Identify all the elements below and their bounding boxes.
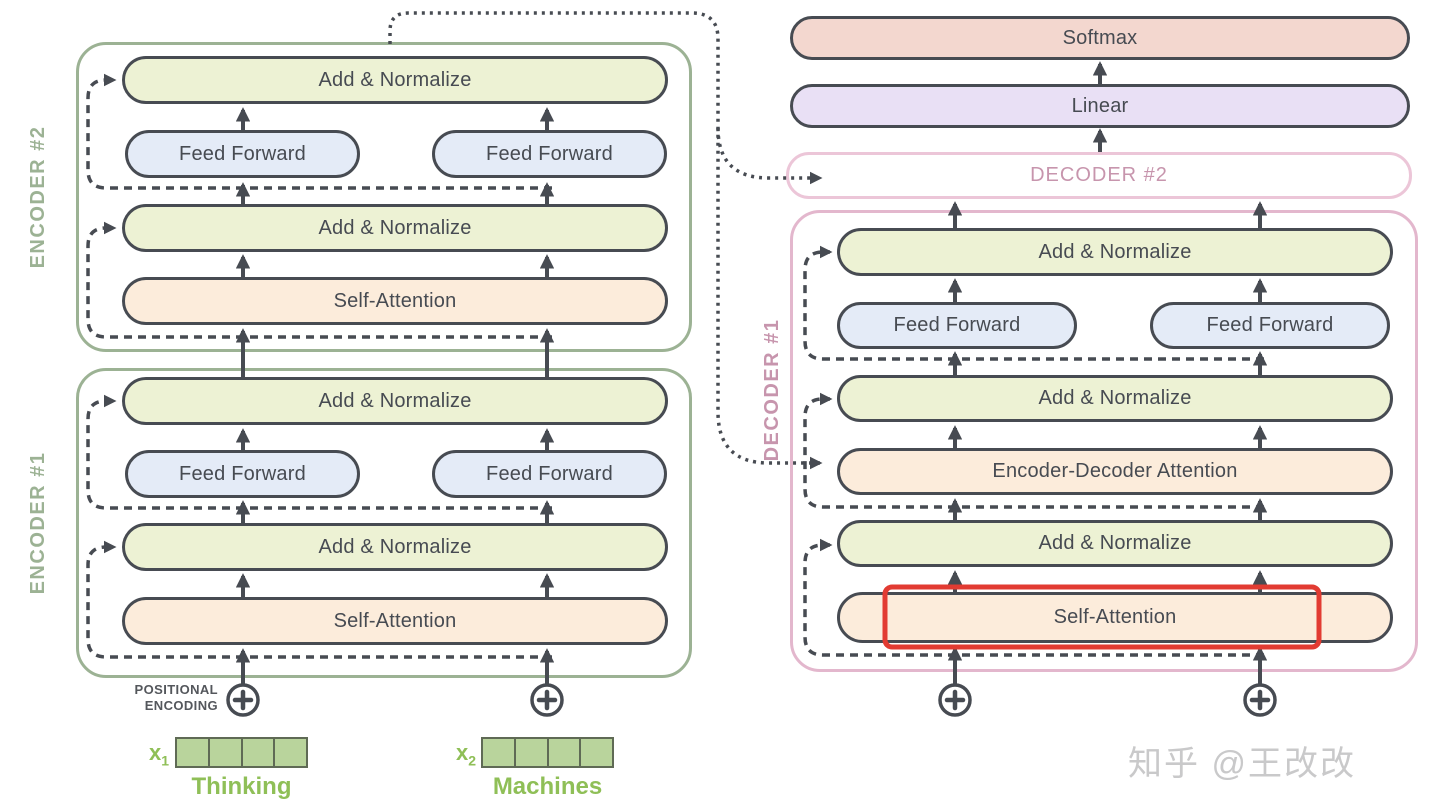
plus-circle-icon [530,683,564,717]
positional-encoding-label: POSITIONAL ENCODING [134,682,218,714]
decoder-1-add-normalize-top: Add & Normalize [837,228,1393,276]
plus-circle-icon [938,683,972,717]
decoder-1-add-normalize-low: Add & Normalize [837,520,1393,567]
encoder-2-add-normalize-mid: Add & Normalize [122,204,668,252]
zhihu-watermark: 知乎 @王改改 [1128,745,1356,783]
encoder-1-add-normalize-mid: Add & Normalize [122,523,668,571]
positional-add-icons [226,683,1277,717]
encoder-2-feed-forward-right: Feed Forward [432,130,667,178]
encoder-1-feed-forward-left: Feed Forward [125,450,360,498]
embedding-x1-symbol: x1 [148,740,169,769]
encoder-1-feed-forward-right: Feed Forward [432,450,667,498]
decoder-1-add-normalize-mid: Add & Normalize [837,375,1393,422]
decoder-1-self-attention: Self-Attention [837,592,1393,643]
encoder-2-self-attention: Self-Attention [122,277,668,325]
encoder-2-side-label: ENCODER #2 [26,125,49,269]
decoder-1-encoder-decoder-attention: Encoder-Decoder Attention [837,448,1393,495]
encoder-1-side-label: ENCODER #1 [26,451,49,595]
decoder-1-side-label: DECODER #1 [760,318,783,462]
embedding-x2-symbol: x2 [455,740,476,769]
decoder-2-box: DECODER #2 [786,152,1412,199]
encoder-1-add-normalize-top: Add & Normalize [122,377,668,425]
decoder-1-feed-forward-right: Feed Forward [1150,302,1390,349]
linear-block: Linear [790,84,1410,128]
encoder-1-self-attention: Self-Attention [122,597,668,645]
decoder-1-feed-forward-left: Feed Forward [837,302,1077,349]
decoder-2-label: DECODER #2 [1030,164,1168,186]
encoder-2-feed-forward-left: Feed Forward [125,130,360,178]
input-word-thinking: Thinking [191,773,292,800]
embedding-x1-vector [175,737,308,768]
input-word-machines: Machines [492,773,603,800]
encoder-2-add-normalize-top: Add & Normalize [122,56,668,104]
embedding-x2-vector [481,737,614,768]
plus-circle-icon [1243,683,1277,717]
plus-circle-icon [226,683,260,717]
softmax-block: Softmax [790,16,1410,60]
